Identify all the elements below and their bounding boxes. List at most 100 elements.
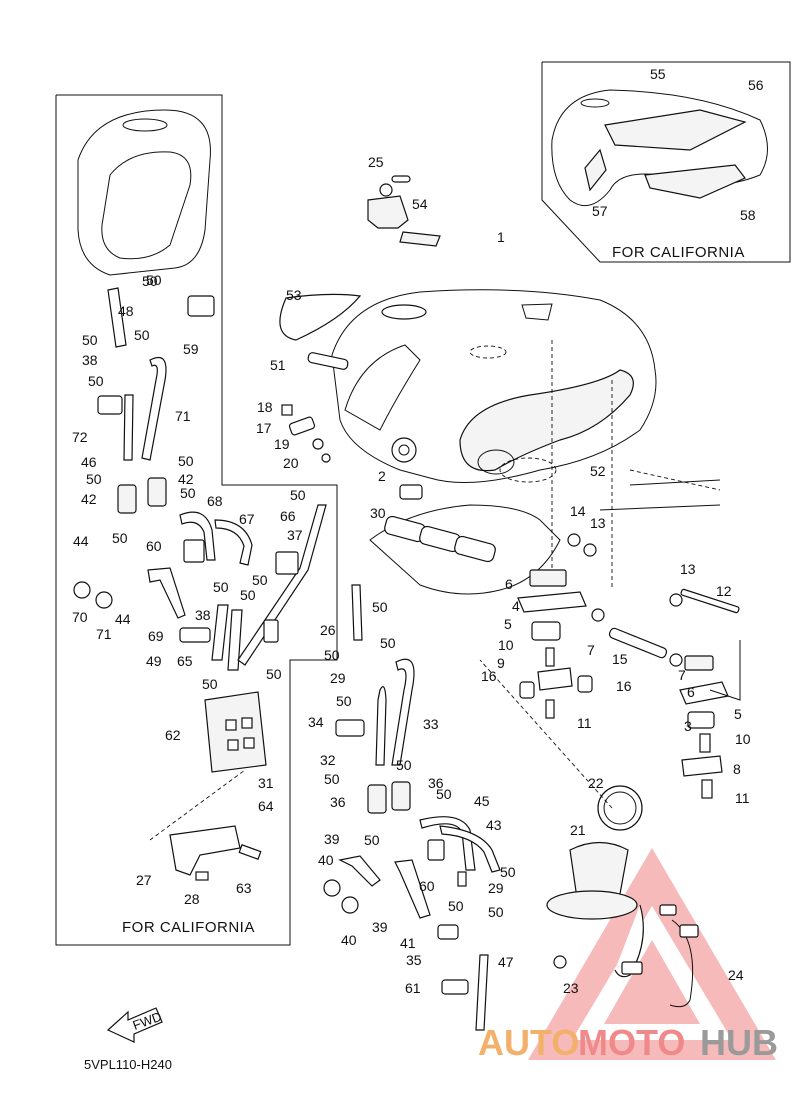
callout-50: 50	[202, 676, 218, 692]
watermark-moto: MOTO	[578, 1022, 685, 1063]
tank-mounts	[517, 340, 741, 799]
caption-california-right: FOR CALIFORNIA	[612, 244, 745, 261]
callout-40: 40	[318, 852, 334, 868]
callout-50: 50	[336, 693, 352, 709]
callout-17: 17	[256, 420, 272, 436]
callout-50: 50	[372, 599, 388, 615]
callout-19: 19	[274, 436, 290, 452]
callout-50: 50	[266, 666, 282, 682]
callout-30: 30	[370, 505, 386, 521]
watermark-hub: HUB	[700, 1022, 778, 1063]
left-hoses	[73, 287, 327, 881]
callout-42: 42	[178, 471, 194, 487]
fwd-arrow-icon: FWD	[106, 1007, 164, 1043]
callout-50: 50	[178, 453, 194, 469]
callout-40: 40	[341, 932, 357, 948]
callout-71: 71	[96, 626, 112, 642]
fwd-label: FWD	[131, 1009, 164, 1033]
callout-50: 50	[82, 332, 98, 348]
callout-36: 36	[428, 775, 444, 791]
callout-6: 6	[505, 576, 513, 592]
callout-38: 38	[195, 607, 211, 623]
callout-49: 49	[146, 653, 162, 669]
callout-39: 39	[372, 919, 388, 935]
center-hoses	[323, 584, 501, 1031]
callout-36: 36	[330, 794, 346, 810]
callout-50: 50	[134, 327, 150, 343]
callout-60: 60	[419, 878, 435, 894]
callout-21: 21	[570, 822, 586, 838]
callout-10: 10	[498, 637, 514, 653]
callout-58: 58	[740, 207, 756, 223]
callout-39: 39	[324, 831, 340, 847]
callout-44: 44	[115, 611, 131, 627]
callout-50: 50	[436, 786, 452, 802]
callout-50: 50	[324, 771, 340, 787]
callout-9: 9	[497, 655, 505, 671]
callout-60: 60	[146, 538, 162, 554]
callout-48: 48	[118, 303, 134, 319]
callout-7: 7	[587, 642, 595, 658]
callout-20: 20	[283, 455, 299, 471]
callout-24: 24	[728, 967, 744, 983]
caption-california-left: FOR CALIFORNIA	[122, 919, 255, 936]
callout-67: 67	[239, 511, 255, 527]
callout-50: 50	[500, 864, 516, 880]
callout-14: 14	[570, 503, 586, 519]
callout-55: 55	[650, 66, 666, 82]
callout-13: 13	[680, 561, 696, 577]
callout-38: 38	[82, 352, 98, 368]
callout-70: 70	[72, 609, 88, 625]
callout-65: 65	[177, 653, 193, 669]
callout-41: 41	[400, 935, 416, 951]
callout-35: 35	[406, 952, 422, 968]
callout-8: 8	[733, 761, 741, 777]
left-fuel-tank	[77, 109, 211, 276]
callout-44: 44	[73, 533, 89, 549]
callout-31: 31	[258, 775, 274, 791]
callout-69: 69	[148, 628, 164, 644]
fuel-pump	[479, 659, 699, 1008]
callout-27: 27	[136, 872, 152, 888]
callout-22: 22	[588, 775, 604, 791]
watermark-logo	[528, 848, 776, 1060]
callout-28: 28	[184, 891, 200, 907]
callout-4: 4	[512, 598, 520, 614]
callout-50: 50	[488, 904, 504, 920]
callout-11: 11	[577, 715, 592, 731]
callout-50: 50	[448, 898, 464, 914]
callout-18: 18	[257, 399, 273, 415]
watermark-auto: AUTO	[478, 1022, 579, 1063]
callout-50: 50	[146, 272, 162, 288]
callout-51: 51	[270, 357, 286, 373]
callout-1: 1	[497, 229, 505, 245]
callout-63: 63	[236, 880, 252, 896]
callout-29: 29	[488, 880, 504, 896]
callout-50: 50	[180, 485, 196, 501]
callout-11: 11	[735, 790, 750, 806]
callout-72: 72	[72, 429, 88, 445]
callout-50: 50	[86, 471, 102, 487]
callout-66: 66	[280, 508, 296, 524]
callout-10: 10	[735, 731, 751, 747]
callout-26: 26	[320, 622, 336, 638]
california-box-left	[55, 94, 338, 946]
callout-37: 37	[287, 527, 303, 543]
callout-56: 56	[748, 77, 764, 93]
callout-68: 68	[207, 493, 223, 509]
callout-25: 25	[368, 154, 384, 170]
callout-62: 62	[165, 727, 181, 743]
callout-64: 64	[258, 798, 274, 814]
callout-23: 23	[563, 980, 579, 996]
callout-50: 50	[364, 832, 380, 848]
callout-71: 71	[175, 408, 191, 424]
callout-16: 16	[616, 678, 632, 694]
callout-50: 50	[213, 579, 229, 595]
callout-33: 33	[423, 716, 439, 732]
callout-32: 32	[320, 752, 336, 768]
callout-15: 15	[612, 651, 628, 667]
callout-3: 3	[684, 718, 692, 734]
callout-50: 50	[380, 635, 396, 651]
callout-50: 50	[142, 273, 158, 289]
